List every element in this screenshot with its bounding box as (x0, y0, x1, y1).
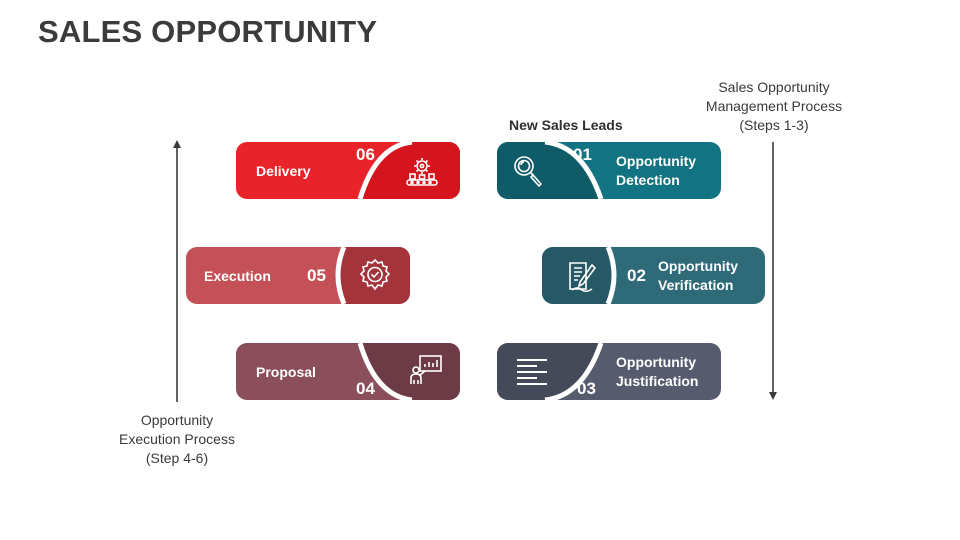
up-arrow (173, 140, 181, 402)
step-01-card: 01 Opportunity Detection (497, 142, 721, 199)
step-01-number: 01 (573, 145, 592, 164)
step-04-label-line: Proposal (256, 364, 316, 380)
step-06-card: Delivery 06 (236, 142, 460, 199)
execution-process-label: Opportunity Execution Process (Step 4-6) (102, 411, 252, 468)
document-pen-icon (569, 262, 597, 293)
execution-label-line-1: Opportunity (140, 412, 214, 428)
step-05-card: Execution 05 (186, 247, 410, 304)
step-01-label-line-2: Detection (616, 172, 680, 188)
step-05-number: 05 (307, 266, 326, 285)
step-03-label-line-2: Justification (616, 373, 699, 389)
magnifier-icon (514, 156, 543, 188)
step-01-background (497, 142, 721, 199)
step-02-card: 02 Opportunity Verification (542, 247, 765, 304)
step-03-card: 03 Opportunity Justification (497, 343, 721, 400)
management-process-label: Sales Opportunity Management Process (St… (694, 78, 854, 135)
step-06-label-line: Delivery (256, 163, 311, 179)
step-05-label: Execution (204, 267, 271, 286)
step-04-card: Proposal 04 (236, 343, 460, 400)
step-04-number: 04 (356, 379, 375, 398)
presentation-icon (410, 355, 442, 384)
step-02-label-line-2: Verification (658, 277, 734, 293)
step-02-number: 02 (627, 266, 646, 285)
step-04-label: Proposal (256, 363, 316, 382)
management-label-line-3: (Steps 1-3) (739, 117, 809, 133)
execution-label-line-3: (Step 4-6) (145, 450, 209, 466)
management-label-line-1: Sales Opportunity (718, 79, 830, 95)
conveyor-gear-icon (406, 158, 438, 186)
text-lines-icon (517, 359, 547, 385)
new-sales-leads-label: New Sales Leads (509, 117, 623, 133)
step-02-label: Opportunity Verification (658, 257, 738, 295)
gear-check-icon (359, 258, 391, 291)
step-06-label: Delivery (256, 162, 310, 181)
step-02-label-line-1: Opportunity (658, 258, 739, 274)
execution-label-line-2: Execution Process (119, 431, 235, 447)
step-03-number: 03 (577, 379, 596, 398)
step-01-label-line-1: Opportunity (616, 153, 697, 169)
step-05-background (186, 247, 410, 304)
management-label-line-2: Management Process (705, 98, 843, 114)
page-title: SALES OPPORTUNITY (38, 14, 378, 49)
step-03-label: Opportunity Justification (616, 353, 698, 391)
step-03-label-line-1: Opportunity (616, 354, 697, 370)
down-arrow (769, 142, 777, 400)
step-01-label: Opportunity Detection (616, 152, 696, 190)
step-06-number: 06 (356, 145, 375, 164)
step-05-label-line: Execution (204, 268, 271, 284)
